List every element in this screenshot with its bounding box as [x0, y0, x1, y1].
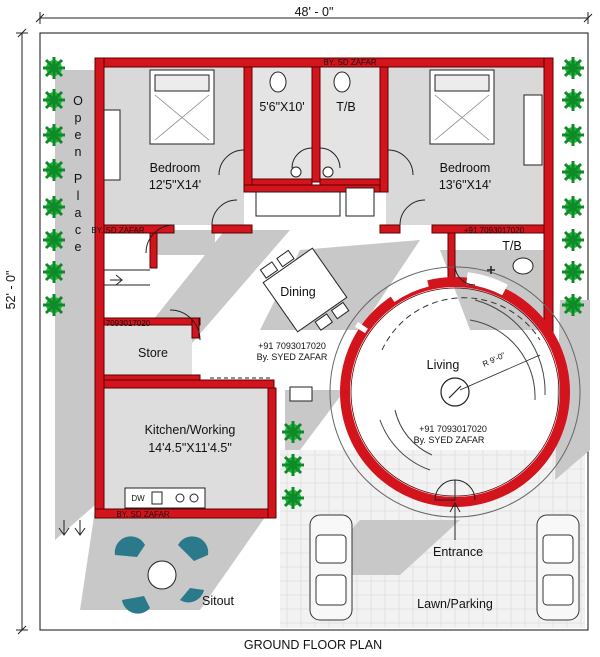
dimension-height-label: 52' - 0"	[4, 271, 18, 310]
watermark-top: BY. SD ZAFAR	[323, 58, 376, 67]
side-arrows	[58, 274, 123, 536]
toilet-mid-left	[269, 71, 302, 178]
toilet-mid-right	[322, 71, 351, 178]
dining-label: Dining	[280, 285, 315, 299]
open-place-letter: e	[75, 240, 82, 254]
kitchen-size: 14'4.5"X11'4.5"	[148, 441, 232, 455]
open-place-letter: n	[75, 145, 82, 159]
open-place-letter: p	[75, 111, 82, 125]
open-place-letter: P	[74, 172, 82, 186]
toilet-mid-size: 5'6"X10'	[259, 100, 304, 114]
credit-1-phone: +91 7093017020	[258, 341, 326, 351]
walls	[94, 57, 554, 519]
open-place-letter: c	[75, 223, 81, 237]
car-left	[309, 514, 353, 621]
sofa	[255, 191, 341, 217]
entrance-arrow	[449, 501, 461, 540]
open-place-letter	[76, 155, 79, 169]
cabinet	[345, 187, 375, 217]
credit-2-by: By. SYED ZAFAR	[414, 435, 485, 445]
kitchen-counter	[124, 487, 206, 509]
bed-right	[429, 69, 495, 145]
credit-2-phone: +91 7093017020	[419, 424, 487, 434]
kitchen-name: Kitchen/Working	[145, 423, 236, 437]
living-label: Living	[427, 358, 460, 372]
credit-1-by: By. SYED ZAFAR	[257, 352, 328, 362]
dw-label: DW	[131, 494, 145, 503]
sink	[289, 386, 313, 402]
dining-table	[259, 247, 350, 333]
dimension-top	[35, 12, 593, 24]
tb-right-label: T/B	[502, 239, 521, 253]
dimension-left	[16, 28, 28, 635]
lawn-parking-label: Lawn/Parking	[417, 597, 493, 611]
open-place-letter: O	[73, 94, 83, 108]
toilet-right	[487, 257, 534, 275]
watermark-phone-left: 7093017020	[106, 319, 151, 328]
bedroom-right-size: 13'6"X14'	[439, 178, 491, 192]
sitout-label: Sitout	[202, 594, 234, 608]
bedroom-right-name: Bedroom	[440, 161, 491, 175]
open-place-letter: e	[75, 128, 82, 142]
watermark-left: BY. SD ZAFAR	[91, 226, 144, 235]
open-place-letter: a	[75, 206, 82, 220]
bedroom-left-size: 12'5"X14'	[149, 178, 201, 192]
doors	[104, 147, 476, 379]
tb-mid-label: T/B	[336, 100, 355, 114]
wardrobe-left	[103, 109, 121, 181]
bed-left	[149, 69, 215, 145]
footer-title: GROUND FLOOR PLAN	[244, 638, 382, 652]
dimension-width-label: 48' - 0"	[295, 5, 334, 19]
wardrobe-right	[523, 94, 543, 166]
entrance-label: Entrance	[433, 545, 483, 559]
bedroom-left-name: Bedroom	[150, 161, 201, 175]
car-right	[536, 514, 580, 621]
watermark-phone-right: +91 7093017020	[464, 226, 525, 235]
watermark-bottom: BY. SD ZAFAR	[116, 510, 169, 519]
store-label: Store	[138, 346, 168, 360]
sitout-chairs	[114, 536, 209, 614]
open-place-letter: l	[77, 189, 80, 203]
